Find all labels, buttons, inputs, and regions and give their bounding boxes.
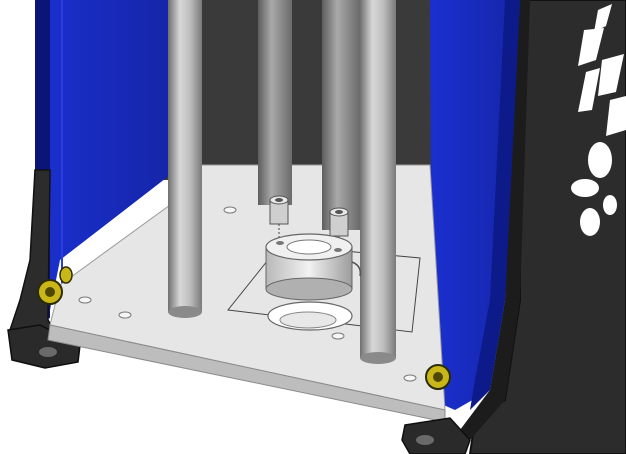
cap-screw-1: [269, 195, 289, 250]
rods: [168, 0, 396, 364]
left-foot-hole: [39, 347, 57, 357]
yellow-screw-left: [37, 266, 73, 305]
rod-1: [168, 0, 202, 312]
spacer-cylinder: [265, 233, 362, 301]
cap-screw-2: [329, 207, 349, 262]
rod-2: [258, 0, 292, 205]
rod-3: [322, 0, 360, 230]
plate-holes: [78, 206, 417, 382]
rod-4: [360, 0, 396, 358]
yellow-screw-right: [425, 364, 451, 390]
right-frame-foot: [401, 417, 471, 454]
right-blue-panel: [430, 0, 520, 410]
plate-bore-inner: [279, 311, 337, 329]
frame-cutout-shapes: [571, 4, 626, 236]
